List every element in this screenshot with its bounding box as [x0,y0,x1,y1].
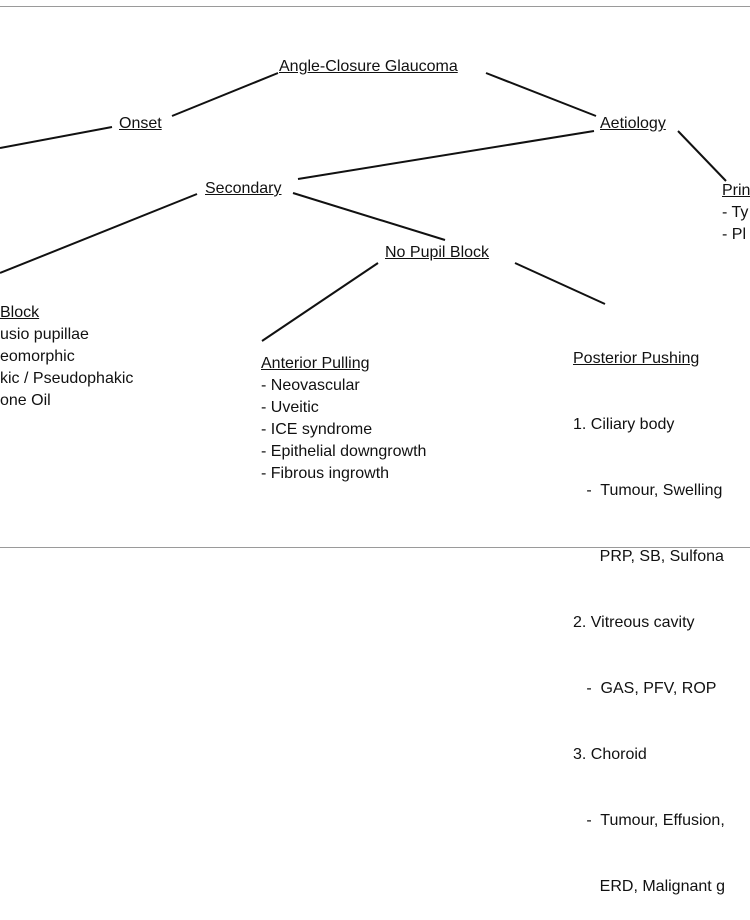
onset-node: Onset [119,113,162,135]
root-node: Angle-Closure Glaucoma [279,56,458,78]
posterior-pushing-item: - Tumour, Effusion, [573,812,725,829]
primary-node: Prin - Ty - Pl [722,180,750,246]
line-root-onset [171,72,279,117]
posterior-pushing-item: 3. Choroid [573,746,647,763]
pupil-block-item: usio pupillae [0,326,89,343]
aetiology-node: Aetiology [600,113,666,135]
posterior-pushing-heading: Posterior Pushing [573,350,700,367]
posterior-pushing-item: - Tumour, Swelling [573,482,723,499]
anterior-pulling-item: - ICE syndrome [261,421,373,438]
posterior-pushing-item: - GAS, PFV, ROP [573,680,717,697]
pupil-block-item: kic / Pseudophakic [0,370,134,387]
no-pupil-block-label: No Pupil Block [385,244,490,261]
connector-lines [0,72,727,342]
line-nopupilblock-posterior [514,262,606,305]
primary-heading: Prin [722,182,750,199]
secondary-node: Secondary [205,178,282,200]
diagram-frame [0,6,750,548]
anterior-pulling-node: Anterior Pulling - Neovascular - Uveitic… [261,353,426,485]
line-aetiology-primary [677,130,727,182]
line-nopupilblock-anterior [261,262,379,342]
root-label: Angle-Closure Glaucoma [279,58,458,75]
anterior-pulling-item: - Epithelial downgrowth [261,443,427,460]
line-root-aetiology [485,72,597,117]
line-secondary-nopupilblock [292,192,446,241]
line-secondary-pupilblock [0,193,198,274]
pupil-block-node: Block usio pupillae eomorphic kic / Pseu… [0,302,133,412]
primary-item: - Pl [722,226,746,243]
posterior-pushing-item: PRP, SB, Sulfona [573,548,724,565]
secondary-label: Secondary [205,180,282,197]
pupil-block-item: eomorphic [0,348,75,365]
line-onset-left [0,126,113,149]
primary-item: - Ty [722,204,749,221]
posterior-pushing-item: 1. Ciliary body [573,416,675,433]
line-aetiology-secondary [297,130,595,180]
posterior-pushing-node: Posterior Pushing 1. Ciliary body - Tumo… [573,304,725,920]
posterior-pushing-item: ERD, Malignant g [573,878,726,895]
anterior-pulling-item: - Uveitic [261,399,319,416]
anterior-pulling-heading: Anterior Pulling [261,355,370,372]
anterior-pulling-item: - Fibrous ingrowth [261,465,390,482]
pupil-block-item: one Oil [0,392,51,409]
no-pupil-block-node: No Pupil Block [385,242,489,264]
anterior-pulling-item: - Neovascular [261,377,360,394]
posterior-pushing-item: 2. Vitreous cavity [573,614,695,631]
pupil-block-heading: Block [0,304,40,321]
aetiology-label: Aetiology [600,115,666,132]
onset-label: Onset [119,115,162,132]
